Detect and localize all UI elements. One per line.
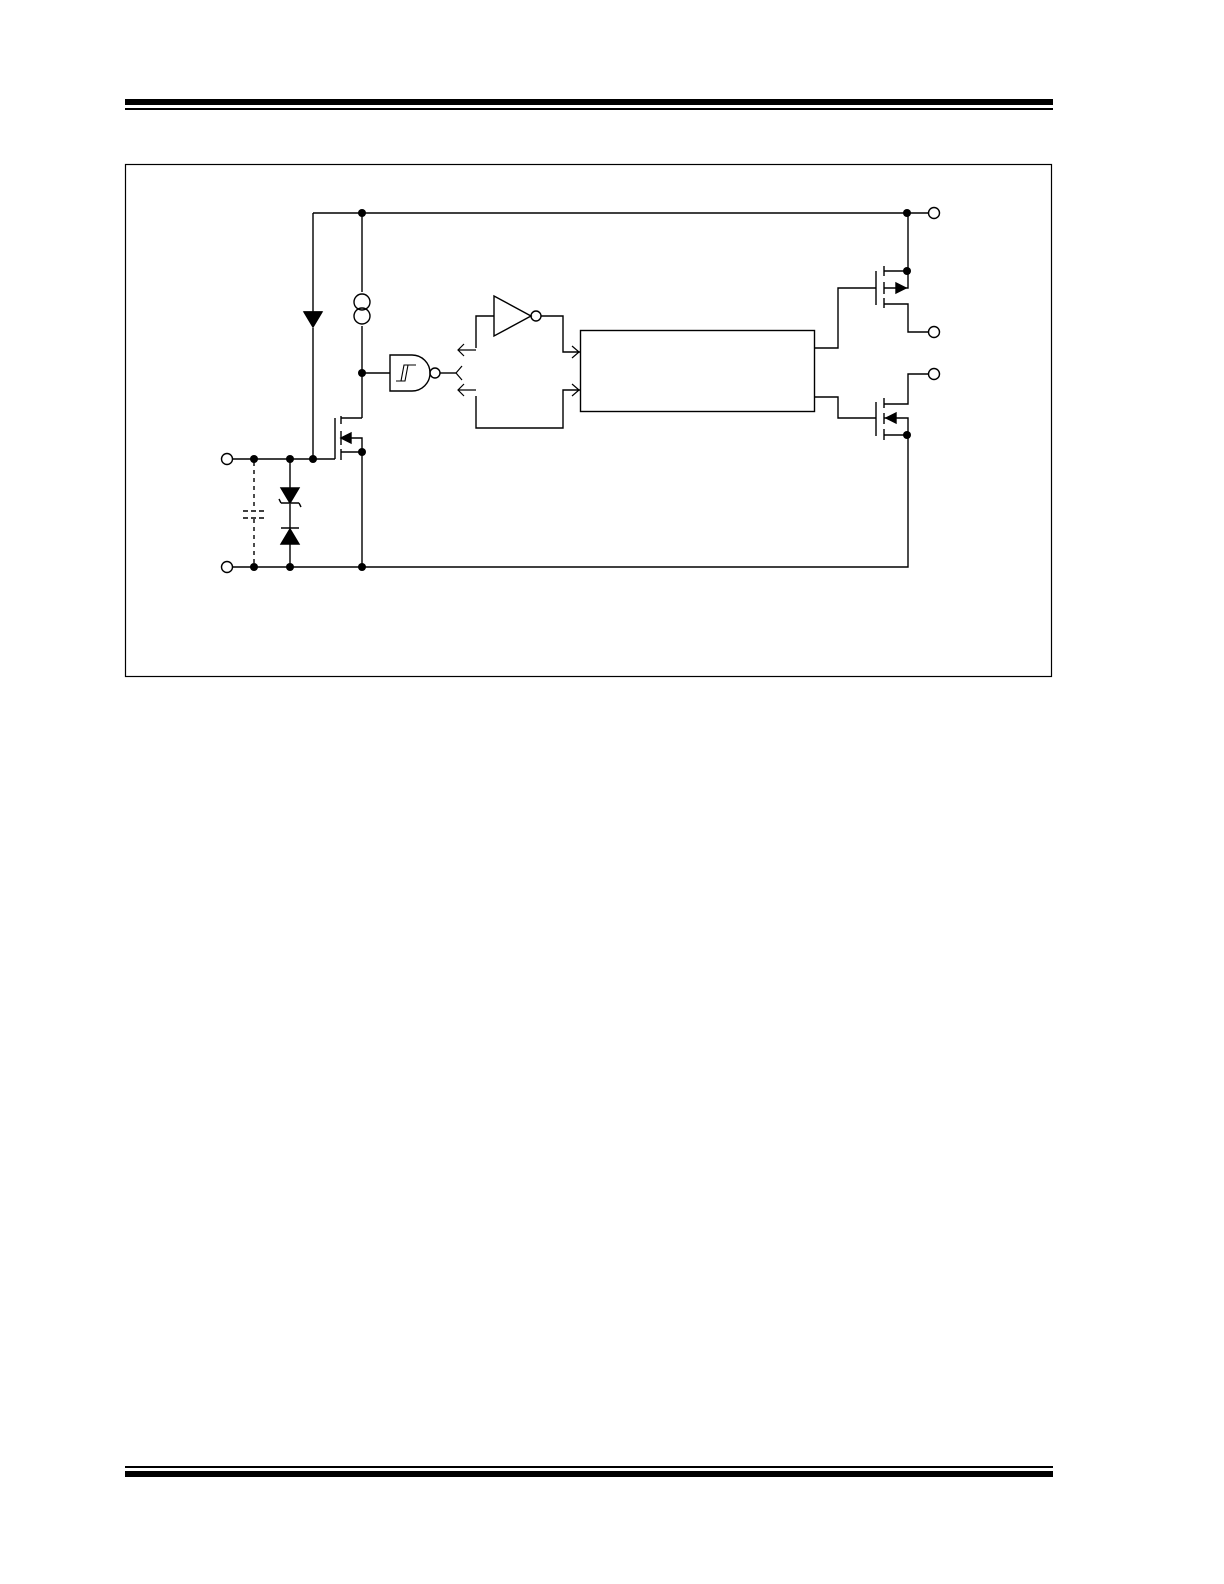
output-terminal-supply [927, 206, 941, 220]
split-fork [455, 365, 463, 381]
gate-low-wire [815, 396, 876, 419]
input-terminal-top [220, 452, 234, 466]
low-mosfet-wires [884, 373, 928, 436]
output-terminal-a [927, 325, 941, 339]
zener-bar [278, 498, 302, 508]
schmitt-symbol [396, 364, 416, 382]
figure-frame [124, 163, 1053, 678]
split-arrows [455, 343, 580, 397]
junction-dot [250, 455, 258, 463]
split-arrow-up [457, 343, 476, 357]
low-arrow [884, 411, 897, 425]
block-arrow-top [571, 345, 580, 359]
junction-dot [358, 209, 366, 217]
clamp-triangle [279, 527, 301, 545]
clamp-diode [279, 527, 301, 545]
pass-source-wire [341, 437, 363, 567]
nand-bubble [429, 367, 441, 379]
pass-arrow [339, 431, 352, 445]
output-mosfet-low [875, 398, 897, 440]
zener-triangle [279, 487, 301, 505]
bootstrap-diode-triangle [302, 311, 324, 329]
pass-mosfet [334, 416, 362, 460]
logic-block [579, 329, 816, 413]
terminals [220, 206, 941, 574]
inverter [493, 294, 542, 338]
bottom-rail-wire [232, 435, 909, 568]
current-source-circle-bottom [353, 307, 371, 325]
inverter-triangle [493, 294, 533, 338]
direct-path-wire [475, 389, 580, 429]
output-terminal-b [927, 367, 941, 381]
junction-dot [286, 455, 294, 463]
high-arrow [895, 281, 908, 295]
junction-dot [358, 448, 366, 456]
junction-dot [286, 563, 294, 571]
block-arrow-bottom [571, 383, 580, 397]
nand-body [389, 354, 431, 392]
junction-dot [358, 369, 366, 377]
junction-dot [903, 209, 911, 217]
footer-rule-thick [125, 1471, 1053, 1477]
schmitt-nand-gate [389, 354, 441, 392]
optional-capacitor [243, 462, 266, 565]
output-mosfet-high [875, 266, 908, 308]
split-arrow-down [457, 383, 476, 397]
junction-dot [903, 431, 911, 439]
junction-dot [250, 563, 258, 571]
current-source-circle-top [353, 293, 371, 311]
bootstrap-diode [302, 311, 324, 329]
header-rule-thick [125, 99, 1053, 105]
header-rule-thin [125, 108, 1053, 110]
zener-diode [278, 487, 302, 508]
junction-dots [250, 209, 911, 571]
inverter-path-wire [475, 315, 580, 353]
junction-dot [358, 563, 366, 571]
current-source [353, 293, 371, 325]
input-terminal-bottom [220, 560, 234, 574]
junction-dot [309, 455, 317, 463]
footer-rule-thin [125, 1466, 1053, 1468]
inverter-bubble [530, 310, 542, 322]
junction-dot [903, 267, 911, 275]
gate-high-wire [815, 287, 876, 349]
